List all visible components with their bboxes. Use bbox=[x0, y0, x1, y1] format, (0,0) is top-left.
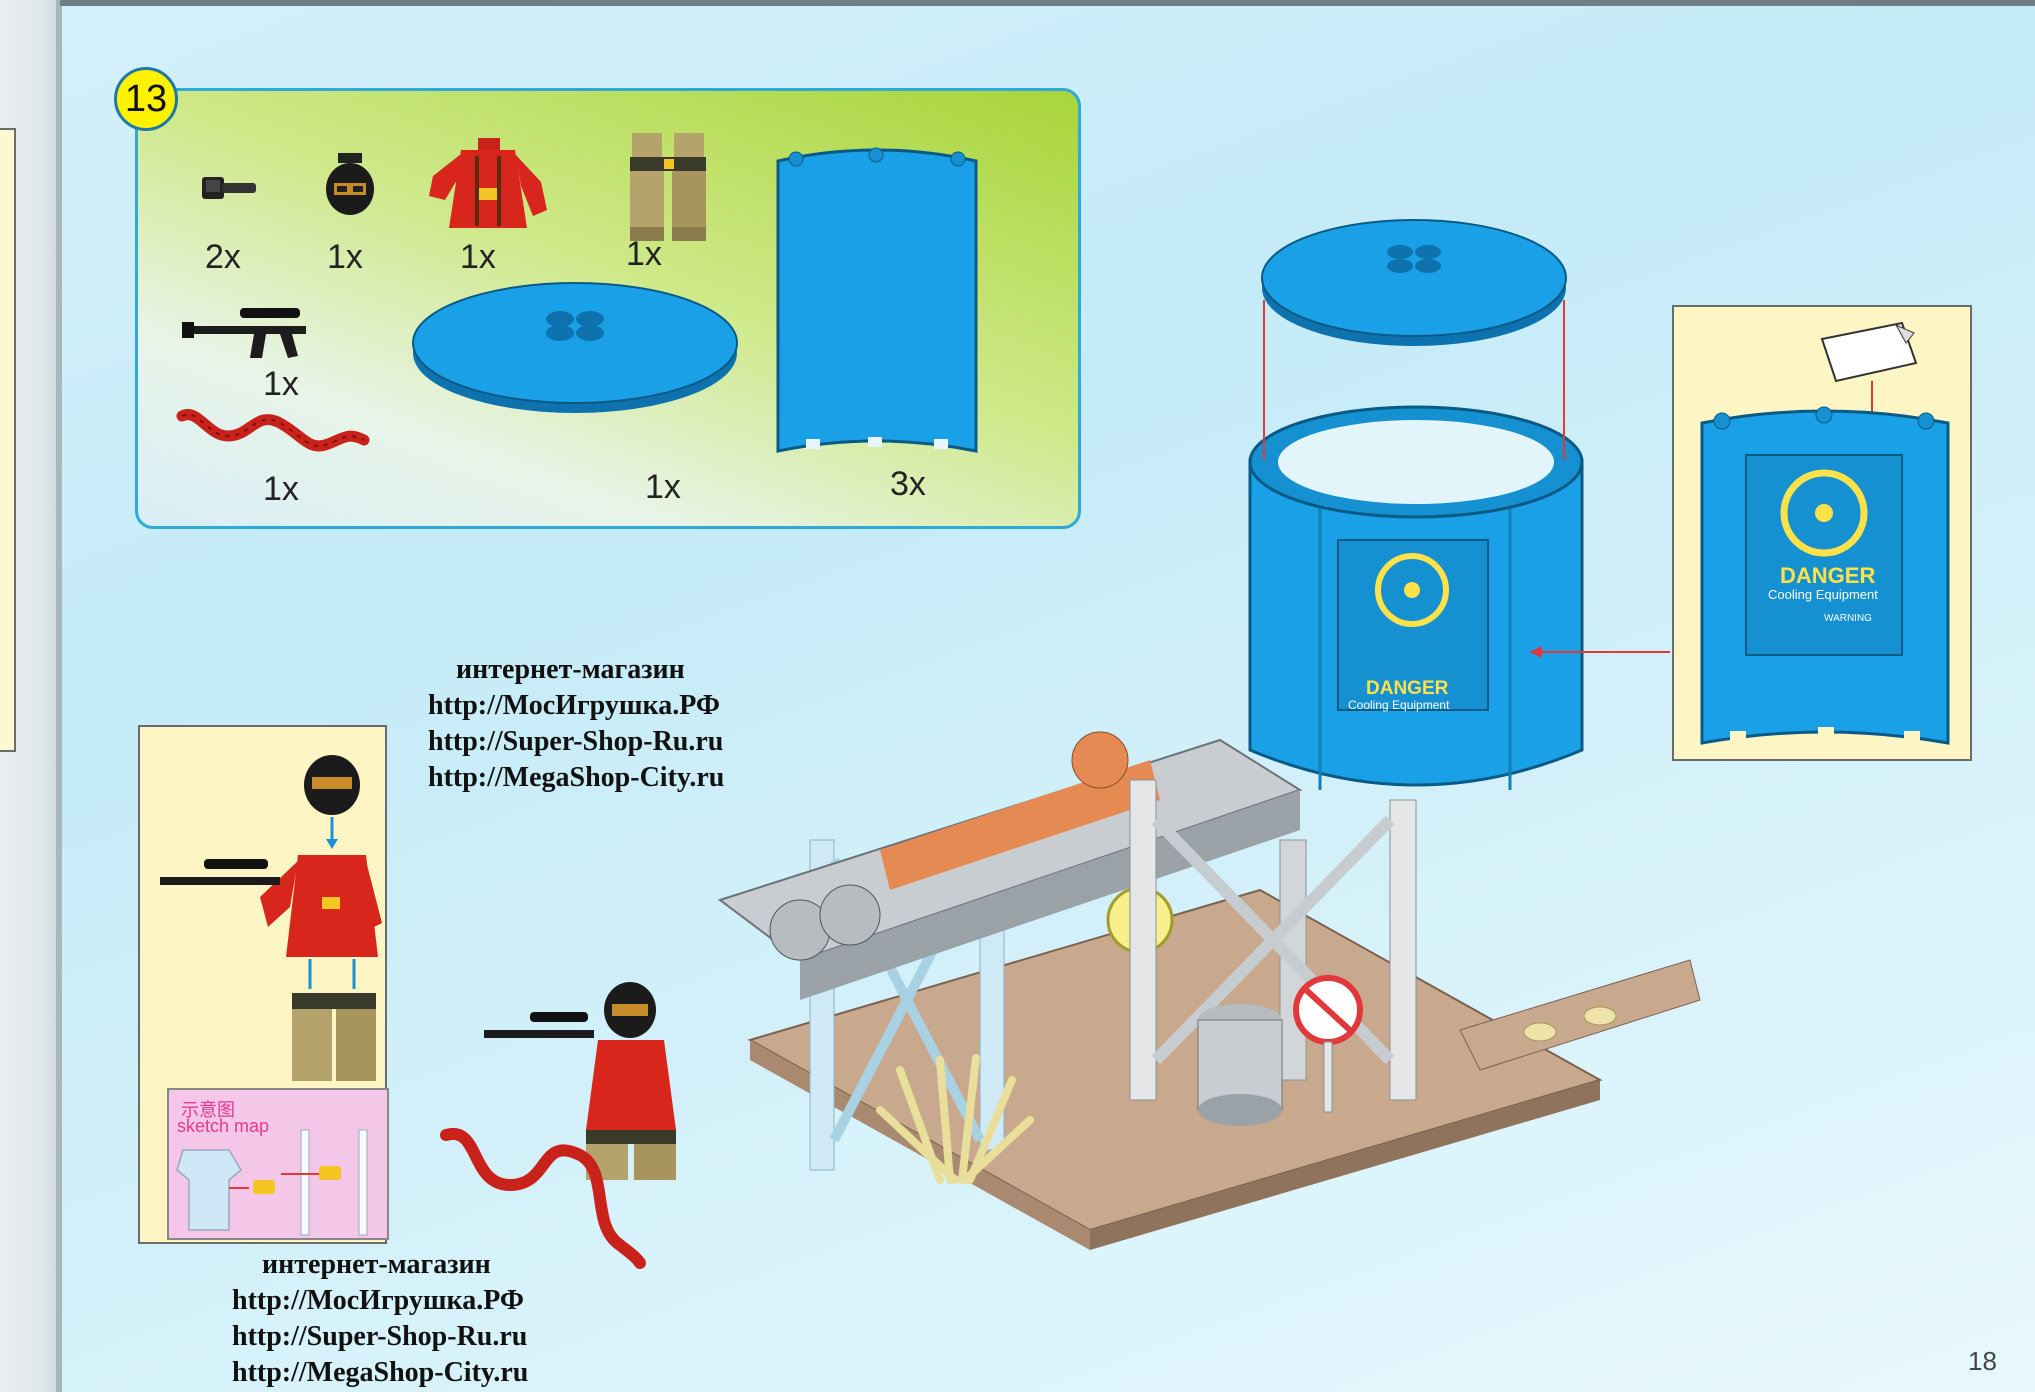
quantity-label: 1x bbox=[263, 365, 299, 403]
quantity-label: 1x bbox=[327, 238, 363, 276]
quantity-label: 1x bbox=[263, 470, 299, 508]
page-number: 18 bbox=[1968, 1346, 1997, 1376]
previous-page-panel bbox=[0, 128, 16, 752]
sticker-danger-label: DANGER bbox=[1780, 563, 1876, 588]
sticker-warning-label: WARNING bbox=[1824, 613, 1872, 624]
step-number-badge: 13 bbox=[114, 67, 178, 131]
quantity-label: 1x bbox=[645, 468, 681, 506]
curved-blue-panel bbox=[776, 147, 978, 453]
red-snake-scene bbox=[440, 1127, 646, 1269]
parts-list-box bbox=[135, 88, 1081, 529]
book-spine bbox=[56, 0, 62, 1392]
tank-danger-label: DANGER bbox=[1366, 678, 1449, 699]
sticker-subtitle-label: Cooling Equipment bbox=[1768, 587, 1878, 602]
water-tower-build-illustration bbox=[717, 219, 1701, 1250]
shop-watermark-bottom: интернет-магазин http://МосИгрушка.РФ ht… bbox=[232, 1247, 528, 1391]
watermark-line: http://МосИгрушка.РФ bbox=[428, 690, 720, 721]
watermark-line: интернет-магазин bbox=[262, 1249, 491, 1280]
clip-piece bbox=[202, 177, 256, 199]
watermark-line: http://MegaShop-City.ru bbox=[428, 762, 725, 793]
black-minifig-head bbox=[326, 153, 374, 215]
watermark-line: http://Super-Shop-Ru.ru bbox=[232, 1321, 528, 1352]
tan-minifig-legs bbox=[630, 133, 706, 241]
quantity-label: 1x bbox=[460, 238, 496, 276]
red-snake bbox=[176, 409, 370, 452]
sketch-title-english: sketch map bbox=[177, 1116, 270, 1136]
top-edge bbox=[60, 0, 2035, 6]
watermark-line: интернет-магазин bbox=[456, 654, 685, 685]
quantity-label: 2x bbox=[205, 238, 241, 276]
watermark-line: http://MegaShop-City.ru bbox=[232, 1357, 529, 1388]
shop-watermark-top: интернет-магазин http://МосИгрушка.РФ ht… bbox=[428, 652, 724, 796]
watermark-line: http://Super-Shop-Ru.ru bbox=[428, 726, 724, 757]
curved-panel-with-sticker bbox=[1700, 406, 1950, 745]
rifle-accessory bbox=[182, 308, 306, 358]
round-blue-plate bbox=[412, 282, 738, 413]
quantity-label: 3x bbox=[890, 465, 926, 503]
red-minifig-torso bbox=[429, 138, 547, 228]
sketch-map-box: 示意图 sketch map bbox=[167, 1088, 389, 1240]
sticker-detail-box: DANGER Cooling Equipment WARNING bbox=[1672, 305, 1972, 761]
sticker-sheet-icon bbox=[1820, 321, 1918, 425]
tank-subtitle-label: Cooling Equipment bbox=[1348, 698, 1450, 712]
sketch-title-chinese: 示意图 bbox=[181, 1100, 235, 1120]
assembly-steps-illustration bbox=[160, 755, 382, 1081]
watermark-line: http://МосИгрушка.РФ bbox=[232, 1285, 524, 1316]
sketch-diagram bbox=[176, 1129, 368, 1236]
quantity-label: 1x bbox=[626, 235, 662, 273]
